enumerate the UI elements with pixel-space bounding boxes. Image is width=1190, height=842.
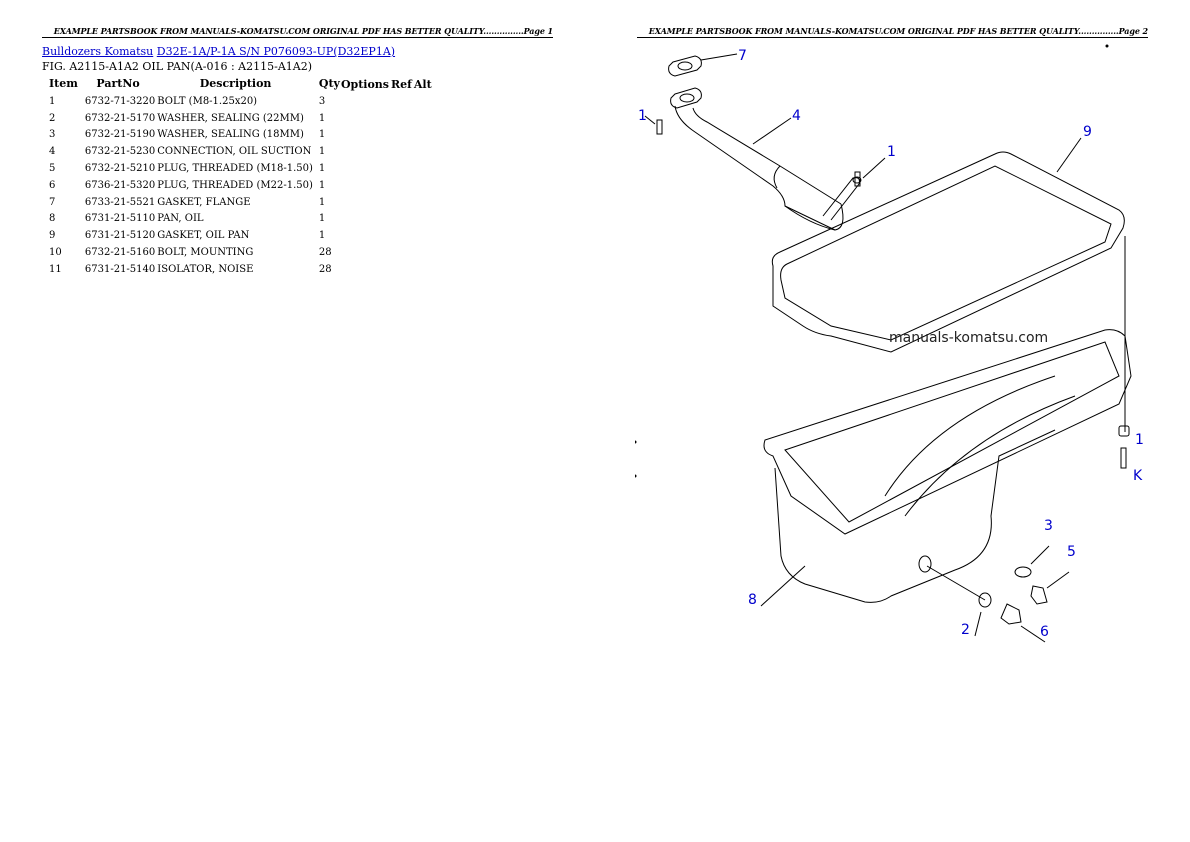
- oil-suction-pipe-shape: [670, 87, 862, 231]
- oil-pan-shape: [763, 329, 1132, 603]
- cell-qty: 3: [318, 95, 326, 107]
- callout-2: 2: [961, 622, 970, 638]
- oil-pan-exploded-diagram: manuals-komatsu.com 7 1 4 1 9 1 K 3 5 8 …: [635, 44, 1144, 643]
- cell-partno: 6731-21-5120: [84, 230, 156, 242]
- cell-item: 7: [49, 196, 56, 208]
- cell-partno: 6732-21-5230: [84, 146, 156, 158]
- cell-description: PLUG, THREADED (M22-1.50): [157, 179, 313, 191]
- cell-description: ISOLATOR, NOISE: [157, 263, 254, 275]
- cell-partno: 6732-21-5210: [84, 163, 156, 175]
- table-header-row: Item PartNo Description Qty Options Ref …: [46, 76, 433, 93]
- cell-description: GASKET, OIL PAN: [157, 230, 250, 242]
- breadcrumb-link-category[interactable]: Bulldozers Komatsu: [42, 45, 154, 58]
- cell-partno: 6732-71-3220: [84, 95, 156, 107]
- cell-description: PLUG, THREADED (M18-1.50): [157, 163, 313, 175]
- page-header: EXAMPLE PARTSBOOK FROM MANUALS-KOMATSU.C…: [637, 26, 1148, 38]
- cell-qty: 28: [318, 247, 332, 259]
- breadcrumb: Bulldozers Komatsu D32E-1A/P-1A S/N P076…: [42, 45, 395, 58]
- cell-qty: 1: [318, 196, 326, 208]
- callout-1-left: 1: [638, 108, 647, 124]
- cell-item: 4: [49, 146, 56, 158]
- callout-10: K: [1133, 468, 1143, 484]
- cell-qty: 1: [318, 163, 326, 175]
- header-partno: PartNo: [96, 76, 140, 90]
- oil-pan-gasket-shape: [771, 151, 1125, 353]
- watermark-text: manuals-komatsu.com: [889, 330, 1048, 346]
- header-options: Options: [340, 78, 389, 91]
- cell-qty: 1: [318, 112, 326, 124]
- cell-qty: 28: [318, 263, 332, 275]
- callout-6: 6: [1040, 624, 1049, 640]
- cell-description: WASHER, SEALING (22MM): [157, 112, 304, 124]
- header-alt: Alt: [413, 78, 432, 91]
- callout-8: 8: [748, 592, 757, 608]
- cell-item: 2: [49, 112, 56, 124]
- cell-qty: 1: [318, 230, 326, 242]
- cell-partno: 6732-21-5170: [84, 112, 156, 124]
- cell-description: CONNECTION, OIL SUCTION: [157, 146, 312, 158]
- cell-partno: 6731-21-5140: [84, 263, 156, 275]
- cell-partno: 6733-21-5521: [84, 196, 156, 208]
- callout-7: 7: [738, 48, 747, 64]
- callout-9: 9: [1083, 124, 1092, 140]
- callout-3: 3: [1044, 518, 1053, 534]
- cell-item: 8: [49, 213, 56, 225]
- header-item: Item: [49, 76, 78, 90]
- cell-item: 5: [49, 163, 56, 175]
- header-qty: Qty: [318, 76, 340, 90]
- cell-qty: 1: [318, 179, 326, 191]
- cell-description: BOLT, MOUNTING: [157, 247, 254, 259]
- cell-description: WASHER, SEALING (18MM): [157, 129, 304, 141]
- callout-4: 4: [792, 108, 801, 124]
- parts-table: Item PartNo Description Qty Options Ref …: [46, 76, 433, 278]
- cell-qty: 1: [318, 213, 326, 225]
- cell-partno: 6731-21-5110: [84, 213, 156, 225]
- cell-item: 10: [49, 247, 62, 259]
- callout-1-right: 1: [887, 144, 896, 160]
- breadcrumb-link-model[interactable]: D32E-1A/P-1A S/N P076093-UP(D32EP1A): [156, 45, 396, 58]
- callout-5: 5: [1067, 544, 1076, 560]
- cell-qty: 1: [318, 146, 326, 158]
- cell-description: GASKET, FLANGE: [157, 196, 251, 208]
- callout-11: 1: [1135, 432, 1144, 448]
- cell-item: 3: [49, 129, 56, 141]
- figure-title: FIG. A2115-A1A2 OIL PAN(A-016 : A2115-A1…: [42, 60, 313, 73]
- cell-description: BOLT (M8-1.25x20): [157, 95, 258, 107]
- header-ref: Ref: [391, 78, 412, 91]
- page-2: EXAMPLE PARTSBOOK FROM MANUALS-KOMATSU.C…: [595, 0, 1190, 842]
- cell-qty: 1: [318, 129, 326, 141]
- header-description: Description: [199, 76, 272, 90]
- cell-description: PAN, OIL: [157, 213, 204, 225]
- cell-partno: 6732-21-5160: [84, 247, 156, 259]
- page-header: EXAMPLE PARTSBOOK FROM MANUALS-KOMATSU.C…: [42, 26, 553, 38]
- cell-item: 11: [49, 263, 62, 275]
- flange-gasket-shape: [668, 55, 702, 77]
- cell-partno: 6732-21-5190: [84, 129, 156, 141]
- cell-item: 1: [49, 95, 56, 107]
- page-1: EXAMPLE PARTSBOOK FROM MANUALS-KOMATSU.C…: [42, 26, 553, 278]
- cell-item: 9: [49, 230, 56, 242]
- cell-item: 6: [49, 179, 56, 191]
- cell-partno: 6736-21-5320: [84, 179, 156, 191]
